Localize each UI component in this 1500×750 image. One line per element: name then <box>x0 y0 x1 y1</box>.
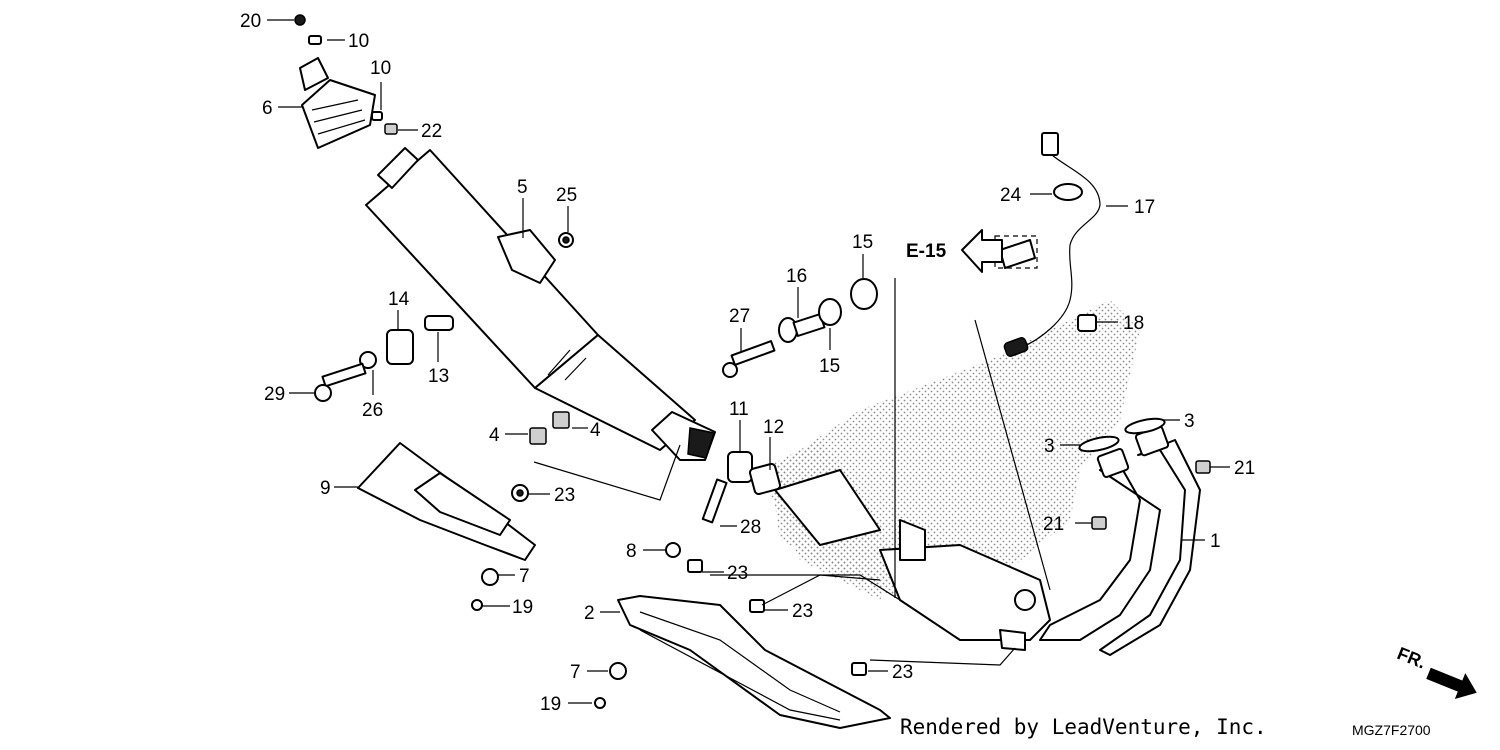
callout-3: 3 <box>1044 436 1055 457</box>
callout-6: 6 <box>262 98 273 119</box>
callout-27: 27 <box>729 306 750 327</box>
callout-29: 29 <box>264 384 285 405</box>
front-direction-indicator: FR. <box>1394 643 1477 700</box>
hardware-center <box>701 278 881 546</box>
callout-4: 4 <box>590 420 601 441</box>
callout-16: 16 <box>786 266 807 287</box>
callouts: 20 10 10 6 22 5 25 14 13 29 26 4 4 9 23 … <box>240 11 1255 715</box>
callout-2: 2 <box>584 603 595 624</box>
callout-20: 20 <box>240 11 261 32</box>
callout-19: 19 <box>540 694 561 715</box>
callout-10: 10 <box>348 31 369 52</box>
callout-18: 18 <box>1123 313 1144 334</box>
leader-lines <box>267 19 1230 721</box>
exhaust-chamber <box>879 519 1051 651</box>
reference-label: E-15 <box>906 241 947 262</box>
callout-8: 8 <box>626 541 637 562</box>
callout-22: 22 <box>421 121 442 142</box>
oxygen-sensor-harness <box>994 132 1101 357</box>
front-direction-label: FR. <box>1394 643 1428 672</box>
callout-19: 19 <box>512 597 533 618</box>
callout-13: 13 <box>428 366 449 387</box>
render-credit: Rendered by LeadVenture, Inc. <box>900 715 1267 739</box>
callout-21: 21 <box>1234 458 1255 479</box>
callout-17: 17 <box>1134 197 1155 218</box>
callout-25: 25 <box>556 185 577 206</box>
exhaust-pipe-1 <box>1039 417 1211 656</box>
callout-23: 23 <box>892 662 913 683</box>
callout-7: 7 <box>519 566 530 587</box>
muffler-body <box>365 147 716 461</box>
callout-14: 14 <box>388 289 410 310</box>
reference-arrow <box>961 229 1003 273</box>
heat-shield-upper <box>357 442 536 611</box>
muffler-cap <box>299 57 376 149</box>
callout-15: 15 <box>819 356 840 377</box>
callout-15: 15 <box>852 232 873 253</box>
callout-26: 26 <box>362 400 383 421</box>
callout-11: 11 <box>729 399 749 420</box>
diagram-code: MGZ7F2700 <box>1352 722 1431 738</box>
callout-23: 23 <box>727 563 748 584</box>
callout-21: 21 <box>1043 514 1064 535</box>
front-arrow-icon <box>1426 667 1477 700</box>
hardware-muffler <box>294 14 574 502</box>
callout-1: 1 <box>1210 531 1221 552</box>
callout-24: 24 <box>1000 185 1022 206</box>
callout-9: 9 <box>320 478 331 499</box>
callout-28: 28 <box>740 517 761 538</box>
callout-7: 7 <box>570 662 581 683</box>
callout-5: 5 <box>517 177 528 198</box>
callout-3: 3 <box>1184 411 1195 432</box>
callout-23: 23 <box>792 601 813 622</box>
heat-shield-lower <box>594 542 891 729</box>
callout-4: 4 <box>489 425 500 446</box>
callout-12: 12 <box>763 417 784 438</box>
callout-10: 10 <box>370 58 391 79</box>
callout-23: 23 <box>554 485 575 506</box>
